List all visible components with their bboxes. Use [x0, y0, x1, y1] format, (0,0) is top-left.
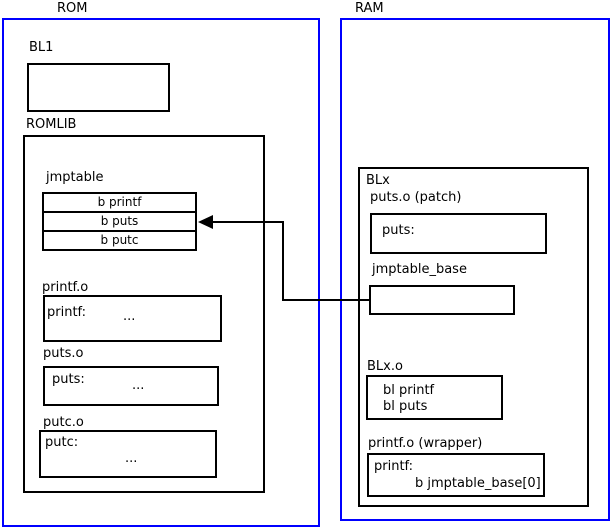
putc-body-ellipsis: ...	[125, 451, 138, 466]
jmptable-box: b printf b puts b putc	[42, 192, 197, 251]
printf-wrapper-body: b jmptable_base[0]	[415, 476, 541, 491]
putc-o-label: putc.o	[43, 415, 84, 430]
puts-o-box: puts: ...	[43, 366, 219, 406]
romlib-label: ROMLIB	[26, 117, 77, 132]
bl1-box	[27, 63, 170, 112]
jmptable-row-puts: b puts	[42, 211, 197, 232]
blx-o-line2: bl puts	[383, 399, 428, 414]
jmptable-label: jmptable	[46, 170, 104, 185]
puts-o-label: puts.o	[43, 346, 84, 361]
putc-symbol: putc:	[45, 435, 79, 450]
blx-o-label: BLx.o	[367, 359, 403, 374]
jmptable-base-label: jmptable_base	[372, 262, 467, 277]
jmptable-base-box	[369, 285, 515, 315]
puts-patch-box: puts:	[370, 213, 547, 254]
jmptable-row-putc: b putc	[42, 230, 197, 251]
printf-o-box: printf: ...	[43, 295, 222, 342]
printf-body-ellipsis: ...	[123, 309, 136, 324]
ram-region-label: RAM	[355, 1, 384, 16]
puts-patch-symbol: puts:	[382, 223, 415, 238]
printf-wrapper-box: printf: b jmptable_base[0]	[367, 453, 545, 497]
jmptable-row-printf: b printf	[42, 192, 197, 213]
printf-symbol: printf:	[47, 305, 87, 320]
puts-patch-label: puts.o (patch)	[370, 190, 462, 205]
bl1-label: BL1	[29, 40, 54, 55]
printf-o-label: printf.o	[42, 280, 89, 295]
puts-body-ellipsis: ...	[132, 378, 145, 393]
puts-symbol: puts:	[52, 372, 85, 387]
printf-wrapper-label: printf.o (wrapper)	[368, 436, 483, 451]
blx-label: BLx	[366, 173, 390, 188]
blx-o-line1: bl printf	[383, 383, 435, 398]
rom-region-label: ROM	[57, 1, 88, 16]
blx-o-box: bl printf bl puts	[366, 375, 503, 420]
putc-o-box: putc: ...	[39, 430, 217, 478]
printf-wrapper-symbol: printf:	[374, 459, 414, 474]
